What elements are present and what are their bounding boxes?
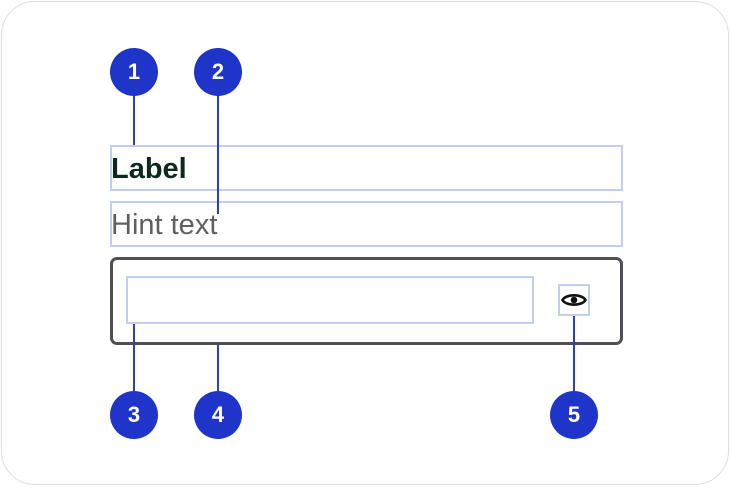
connector-5 (573, 316, 575, 391)
connector-2 (217, 95, 219, 214)
marker-5: 5 (550, 391, 598, 439)
hint-guide (110, 201, 623, 247)
label-guide (110, 145, 623, 191)
connector-1 (133, 95, 135, 145)
field-label: Label (111, 153, 187, 185)
field-hint: Hint text (111, 209, 218, 241)
connector-3 (133, 324, 135, 391)
marker-2: 2 (194, 48, 242, 96)
password-input[interactable] (126, 276, 534, 324)
eye-icon (561, 294, 587, 306)
marker-1: 1 (110, 48, 158, 96)
show-password-button[interactable] (558, 284, 590, 316)
connector-4 (217, 345, 219, 391)
marker-3: 3 (110, 391, 158, 439)
marker-4: 4 (194, 391, 242, 439)
